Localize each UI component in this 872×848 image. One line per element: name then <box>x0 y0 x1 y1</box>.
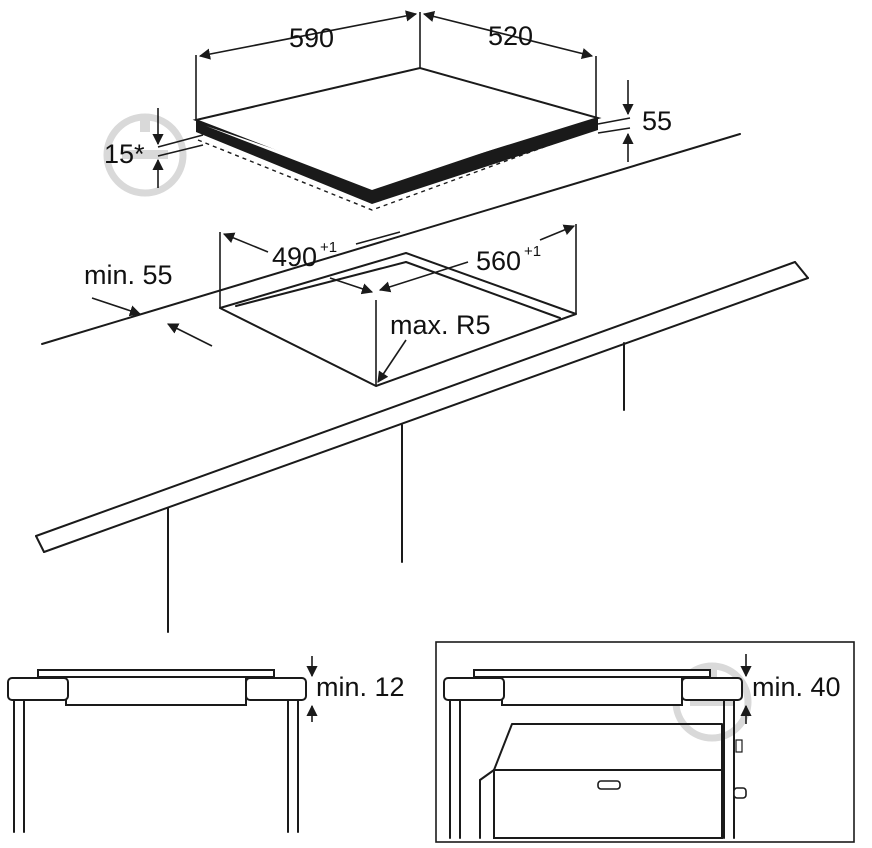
dimension-corner-radius <box>377 339 407 383</box>
label-cutout-depth-tol: +1 <box>320 239 337 256</box>
cooktop <box>157 66 631 211</box>
label-front-margin: min. 55 <box>84 260 173 290</box>
section-left <box>7 656 318 833</box>
label-min-below-right: min. 40 <box>752 672 841 702</box>
label-corner-radius: max. R5 <box>390 310 491 340</box>
label-depth: 520 <box>488 21 533 51</box>
label-cutout-width-tol: +1 <box>524 243 541 260</box>
label-width: 590 <box>289 23 334 53</box>
label-min-below-left: min. 12 <box>316 672 405 702</box>
dimension-depth-520 <box>422 11 597 118</box>
label-height: 55 <box>642 106 672 136</box>
dimension-cutout-depth <box>222 232 374 295</box>
section-right <box>435 641 855 843</box>
watermark-logo-top <box>103 113 187 197</box>
label-cable-note: 15* <box>104 139 145 169</box>
worktop <box>35 133 809 633</box>
dimension-front-margin <box>91 297 213 347</box>
cutout <box>219 224 577 387</box>
dimension-cutout-width <box>355 224 576 293</box>
label-cutout-width: 560 <box>476 246 521 276</box>
label-cutout-depth: 490 <box>272 242 317 272</box>
dimension-width-590 <box>195 10 421 120</box>
